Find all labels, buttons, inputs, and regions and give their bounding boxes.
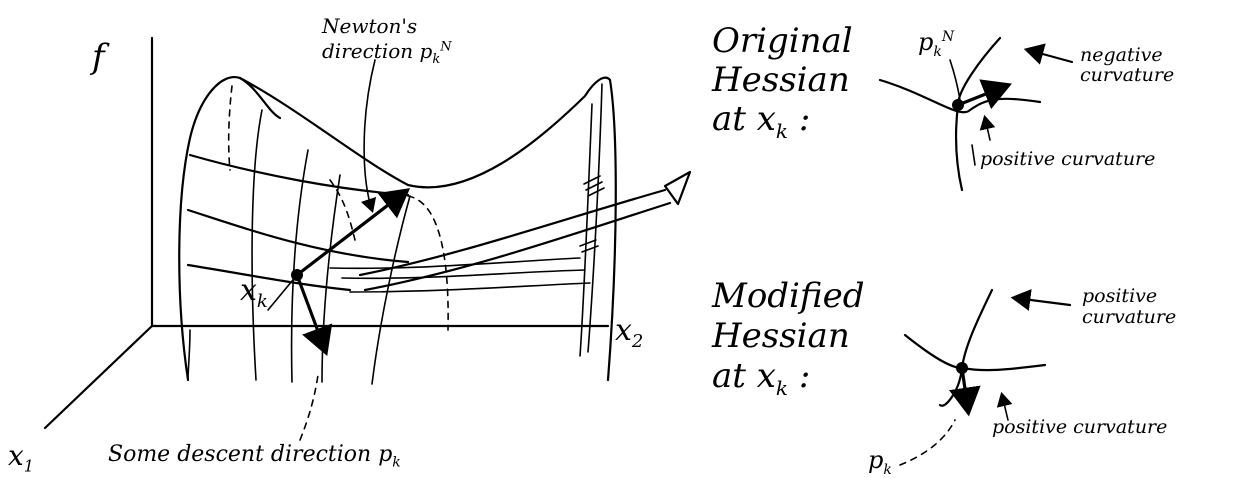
negative-line1: negative (1080, 44, 1163, 66)
xk-base: x (240, 273, 257, 308)
modified-pos-top-line2: curvature (1082, 305, 1177, 328)
modified-line3-colon: : (798, 356, 811, 397)
original-hessian-sketch (878, 36, 1074, 192)
modified-positive-bottom-label: positive curvature (992, 416, 1168, 438)
newton-label-line2: direction pkN (322, 39, 452, 68)
original-line3: at xk : (712, 100, 853, 143)
original-line3-colon: : (798, 99, 811, 140)
x1-sub: 1 (23, 456, 34, 476)
original-p-sup: N (941, 29, 955, 45)
original-p-label: pkN (918, 30, 954, 59)
f-axis-label: f (92, 37, 105, 77)
newton-sub: k (432, 52, 441, 67)
x2-sub: 2 (631, 331, 644, 352)
modified-p-base: p (868, 446, 884, 474)
newton-label-pointer (360, 59, 377, 214)
descent-label: Some descent direction pk (108, 442, 401, 471)
x2-axis-label: x2 (615, 316, 643, 351)
original-line1: Original (712, 21, 853, 61)
descent-direction-arrow (295, 273, 333, 356)
original-p-base: p (918, 28, 934, 56)
xk-sub: k (256, 291, 268, 312)
x1-axis (43, 324, 154, 430)
newton-label-line1: Newton's (322, 14, 418, 38)
x2-base: x (615, 313, 632, 348)
original-line2: Hessian (712, 60, 850, 101)
original-line3-sub: k (775, 118, 789, 143)
original-hessian-label: Original Hessian at xk : (712, 21, 853, 143)
modified-hessian-sketch (899, 288, 1072, 466)
modified-line1: Modified (712, 276, 865, 316)
modified-p-label: pk (868, 448, 892, 477)
modified-line2: Hessian (712, 316, 850, 357)
newton-sup: N (440, 39, 452, 55)
modified-hessian-label: Modified Hessian at xk : (712, 276, 865, 401)
negative-curvature-label: negative curvature (1080, 44, 1175, 86)
negative-line2: curvature (1080, 63, 1175, 86)
descent-label-pointer (299, 374, 319, 441)
newton-label: Newton's direction pkN (322, 14, 452, 68)
xk-small-arrow (267, 274, 298, 311)
saddle-surface (178, 75, 692, 385)
original-positive-curvature-label: positive curvature (980, 148, 1156, 170)
newton-label-line2-text: direction p (322, 39, 433, 63)
x1-axis-label: x1 (8, 442, 34, 475)
descent-label-text: Some descent direction p (108, 442, 393, 467)
modified-p-sub: k (883, 461, 892, 478)
original-p-sub: k (933, 43, 942, 60)
modified-line3: at xk : (712, 356, 865, 400)
xk-label: xk (240, 276, 268, 311)
newton-direction-arrow (295, 188, 411, 277)
modified-positive-top-label: positive curvature (1082, 286, 1176, 328)
x1-base: x (8, 439, 24, 472)
xk-point-and-arrows (267, 59, 411, 441)
modified-line3-text: at x (712, 356, 776, 397)
modified-line3-sub: k (775, 376, 789, 401)
descent-sub: k (392, 454, 401, 471)
original-line3-text: at x (712, 99, 776, 140)
modified-pos-top-line1: positive (1082, 285, 1158, 307)
